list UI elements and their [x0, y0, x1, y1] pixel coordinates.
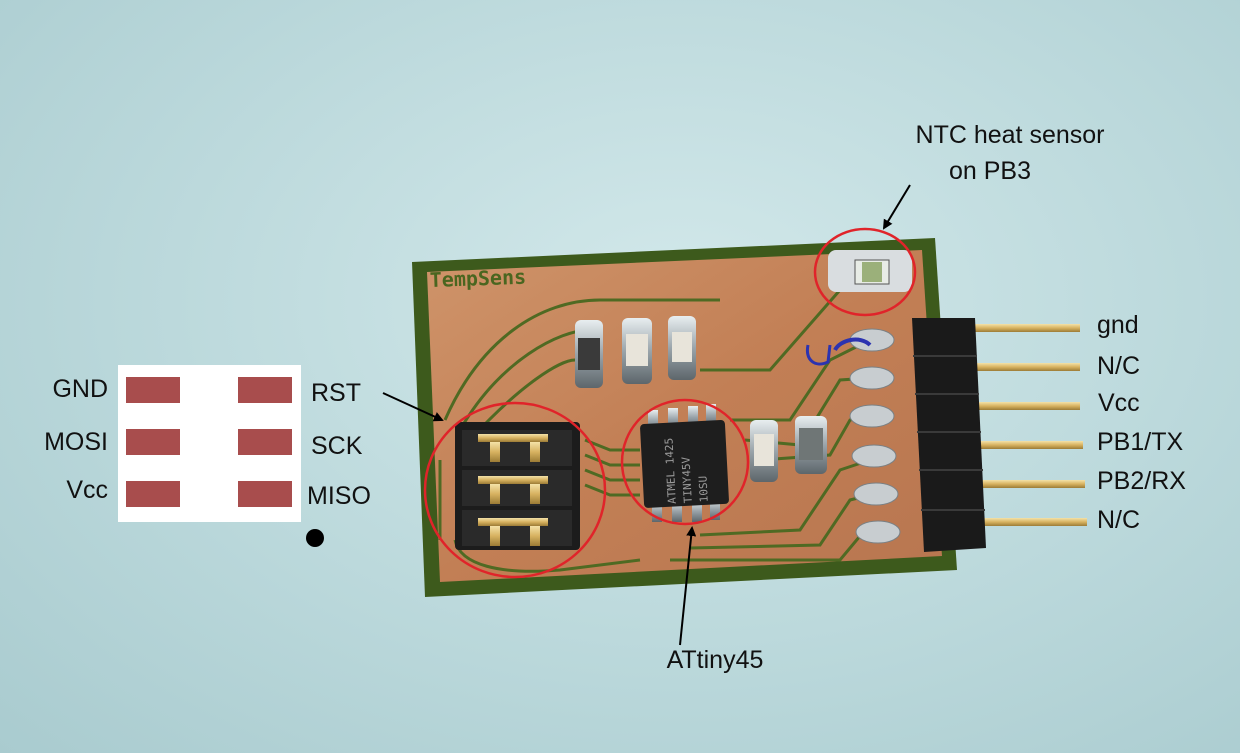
isp-label-sck: SCK — [311, 432, 363, 460]
sensor-arrow — [882, 184, 911, 230]
pin1-marker-dot — [306, 529, 324, 547]
isp-pad-miso — [238, 481, 292, 507]
sensor-callout-line-2: on PB3 — [948, 157, 1031, 185]
isp-header-circle — [423, 401, 607, 579]
isp-pad-mosi — [126, 429, 180, 455]
isp-pad-gnd — [126, 377, 180, 403]
isp-pad-rst — [238, 377, 292, 403]
isp-pad-sck — [238, 429, 292, 455]
isp-label-mosi: MOSI — [44, 428, 108, 456]
sensor-callout-line-1: NTC heat sensor — [915, 121, 1105, 149]
attiny45-chip: ATMEL 1425 TINY45V 10SU — [640, 404, 729, 522]
pin-label-pb2-rx: PB2/RX — [1097, 467, 1186, 495]
chip-marking-line-2: TINY45V — [679, 456, 694, 503]
pin-label-pb1-tx: PB1/TX — [1097, 428, 1184, 456]
isp-label-vcc: Vcc — [66, 476, 108, 504]
isp-header-component — [455, 422, 580, 550]
annotation-arrows — [382, 184, 911, 646]
mcu-callout: ATtiny45 — [666, 646, 764, 674]
isp-pad-vcc — [126, 481, 180, 507]
pin-label-vcc: Vcc — [1098, 389, 1140, 417]
isp-label-miso: MISO — [307, 482, 371, 510]
rst-arrow — [382, 392, 444, 422]
pin-label-gnd: gnd — [1097, 311, 1139, 339]
pin-label-nc-1: N/C — [1097, 352, 1141, 380]
chip-circle — [620, 398, 750, 526]
pin-label-nc-2: N/C — [1097, 506, 1141, 534]
isp-footprint-diagram — [118, 365, 301, 522]
isp-label-gnd: GND — [52, 375, 108, 403]
annotation-circles — [423, 227, 917, 579]
sensor-circle — [813, 227, 917, 317]
board-silkscreen-label: TempSens — [429, 265, 526, 292]
isp-label-rst: RST — [311, 379, 361, 407]
chip-marking-line-1: ATMEL 1425 — [662, 437, 678, 504]
chip-marking-line-3: 10SU — [696, 475, 710, 502]
smd-resistors — [575, 316, 827, 482]
ntc-sensor — [828, 250, 912, 292]
mcu-arrow — [679, 526, 697, 646]
pin-header-component — [805, 318, 1087, 552]
